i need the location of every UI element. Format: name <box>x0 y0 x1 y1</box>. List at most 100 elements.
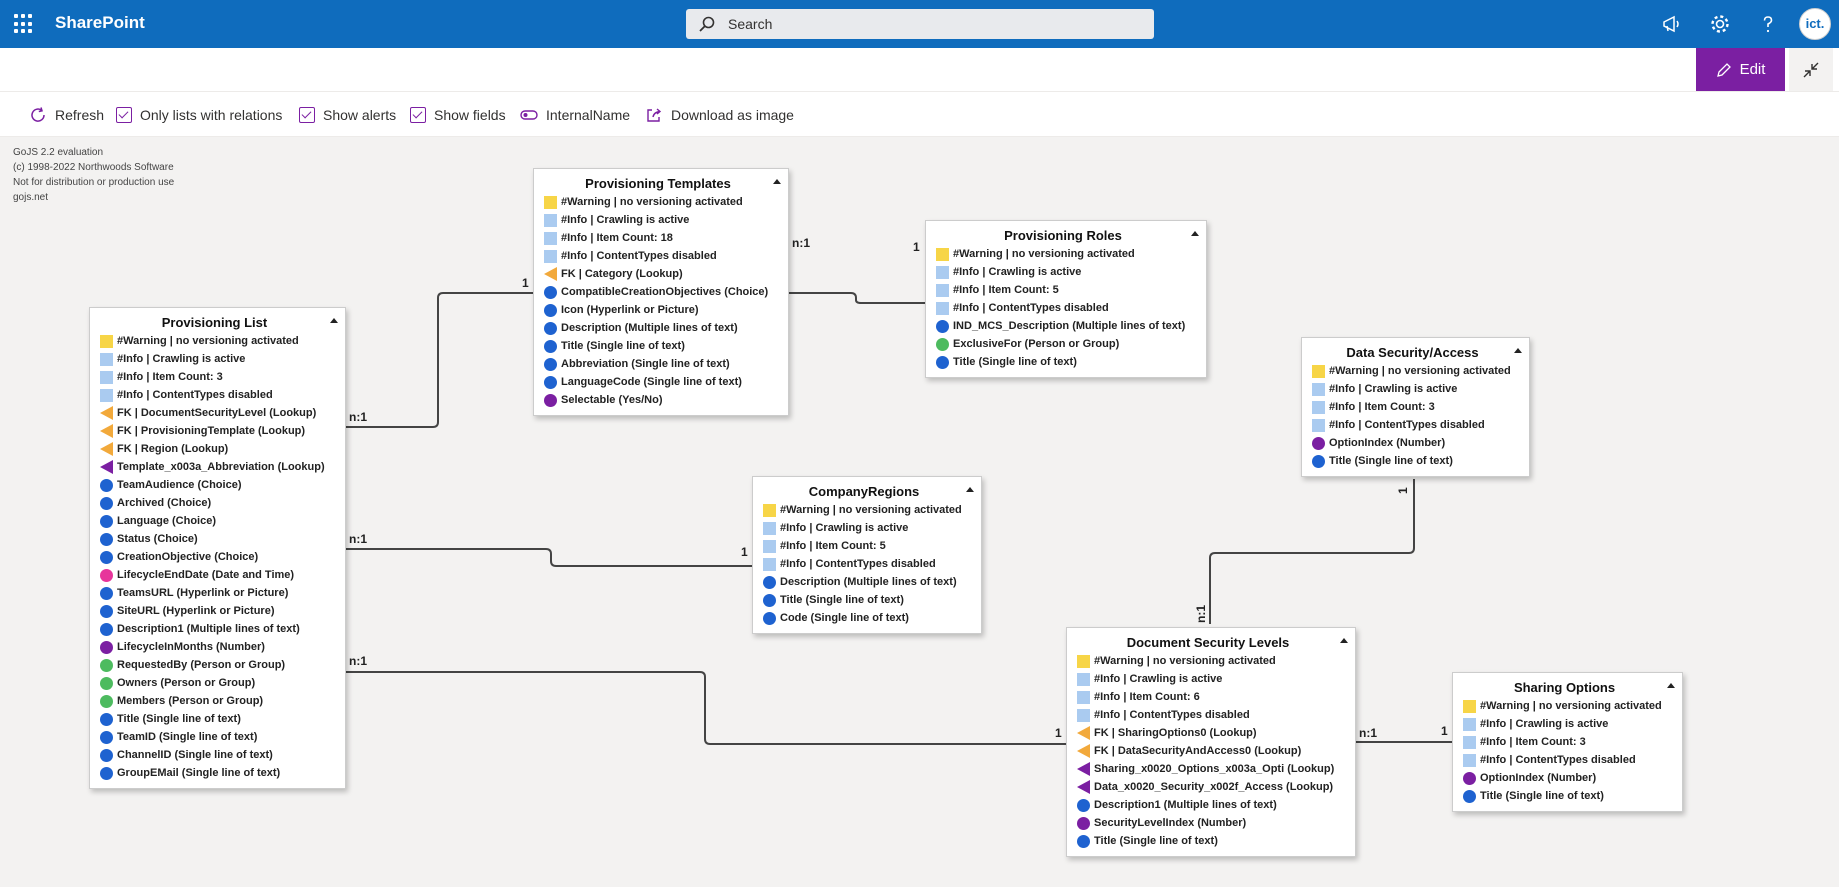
node-provisioning-templates[interactable]: Provisioning Templates#Warning | no vers… <box>533 168 789 416</box>
edit-button[interactable]: Edit <box>1696 48 1785 91</box>
lookup-triangle-icon <box>1077 780 1090 794</box>
field-row: #Info | Crawling is active <box>936 263 1198 281</box>
field-label: Description (Multiple lines of text) <box>780 576 957 588</box>
diagram-canvas[interactable]: GoJS 2.2 evaluation (c) 1998-2022 Northw… <box>0 137 1839 887</box>
field-label: RequestedBy (Person or Group) <box>117 659 286 671</box>
field-label: CompatibleCreationObjectives (Choice) <box>561 286 769 298</box>
field-circle-icon <box>936 355 949 369</box>
field-row: Members (Person or Group) <box>100 692 337 710</box>
field-row: #Warning | no versioning activated <box>763 501 973 519</box>
field-row: Title (Single line of text) <box>544 337 780 355</box>
field-circle-icon <box>544 375 557 389</box>
node-sharing-options[interactable]: Sharing Options#Warning | no versioning … <box>1452 672 1683 812</box>
field-row: Template_x003a_Abbreviation (Lookup) <box>100 458 337 476</box>
download-image-button[interactable]: Download as image <box>645 104 794 126</box>
node-data-security-access[interactable]: Data Security/Access#Warning | no versio… <box>1301 337 1530 477</box>
help-icon[interactable] <box>1756 12 1780 36</box>
only-lists-checkbox[interactable]: Only lists with relations <box>116 104 282 126</box>
field-label: Abbreviation (Single line of text) <box>561 358 730 370</box>
field-row: Archived (Choice) <box>100 494 337 512</box>
search-input[interactable] <box>728 9 1128 39</box>
field-circle-icon <box>100 622 113 636</box>
field-label: #Warning | no versioning activated <box>1480 700 1662 712</box>
field-label: TeamAudience (Choice) <box>117 479 242 491</box>
brand-title[interactable]: SharePoint <box>55 13 145 32</box>
collapse-caret-icon[interactable] <box>329 316 338 324</box>
node-document-security-levels[interactable]: Document Security Levels#Warning | no ve… <box>1066 627 1356 857</box>
link-list-regions <box>346 548 752 567</box>
field-circle-icon <box>100 712 113 726</box>
collapse-caret-icon[interactable] <box>1339 636 1348 644</box>
collapse-caret-icon[interactable] <box>1666 681 1675 689</box>
node-title: CompanyRegions <box>808 484 920 499</box>
info-square-icon <box>544 231 557 245</box>
collapse-caret-icon[interactable] <box>965 485 974 493</box>
foreign-key-triangle-icon <box>544 267 557 281</box>
search-box[interactable] <box>686 9 1154 39</box>
field-label: #Info | Crawling is active <box>117 353 246 365</box>
field-row: Description (Multiple lines of text) <box>544 319 780 337</box>
show-alerts-checkbox[interactable]: Show alerts <box>299 104 396 126</box>
field-label: Status (Choice) <box>117 533 198 545</box>
node-company-regions[interactable]: CompanyRegions #Warning | no versioning a… <box>752 476 982 634</box>
field-label: OptionIndex (Number) <box>1329 437 1446 449</box>
refresh-label: Refresh <box>55 107 105 123</box>
collapse-caret-icon[interactable] <box>772 177 781 185</box>
field-label: #Info | ContentTypes disabled <box>1480 754 1636 766</box>
field-row: #Warning | no versioning activated <box>544 193 780 211</box>
gear-icon[interactable] <box>1708 12 1732 36</box>
checkbox-checked-icon <box>410 107 426 123</box>
field-row: #Info | Crawling is active <box>763 519 973 537</box>
info-square-icon <box>763 557 776 571</box>
lookup-triangle-icon <box>100 460 113 474</box>
collapse-caret-icon[interactable] <box>1513 346 1522 354</box>
warning-square-icon <box>544 195 557 209</box>
field-label: #Info | Item Count: 6 <box>1094 691 1200 703</box>
field-label: #Info | ContentTypes disabled <box>1329 419 1485 431</box>
internal-name-toggle[interactable]: InternalName <box>520 104 630 126</box>
avatar[interactable]: ict. <box>1799 8 1831 40</box>
lookup-triangle-icon <box>1077 762 1090 776</box>
show-alerts-label: Show alerts <box>323 107 397 123</box>
field-row: CompatibleCreationObjectives (Choice) <box>544 283 780 301</box>
field-row: Title (Single line of text) <box>1077 832 1347 850</box>
field-label: TeamID (Single line of text) <box>117 731 258 743</box>
field-row: Selectable (Yes/No) <box>544 391 780 409</box>
relation-links <box>346 292 1452 745</box>
collapse-caret-icon[interactable] <box>1190 229 1199 237</box>
field-circle-icon <box>100 604 113 618</box>
field-label: #Info | Crawling is active <box>780 522 909 534</box>
info-square-icon <box>1312 382 1325 396</box>
field-label: #Info | ContentTypes disabled <box>561 250 717 262</box>
node-provisioning-roles[interactable]: Provisioning Roles#Warning | no versioni… <box>925 220 1207 378</box>
field-row: Description (Multiple lines of text) <box>763 573 973 591</box>
app-launcher-icon[interactable] <box>14 14 34 34</box>
field-label: FK | DataSecurityAndAccess0 (Lookup) <box>1094 745 1302 757</box>
field-label: Owners (Person or Group) <box>117 677 256 689</box>
field-label: Template_x003a_Abbreviation (Lookup) <box>117 461 325 473</box>
watermark-line: (c) 1998-2022 Northwoods Software <box>13 162 174 173</box>
field-label: SecurityLevelIndex (Number) <box>1094 817 1247 829</box>
field-row: Language (Choice) <box>100 512 337 530</box>
foreign-key-triangle-icon <box>1077 726 1090 740</box>
field-row: #Warning | no versioning activated <box>100 332 337 350</box>
refresh-button[interactable]: Refresh <box>29 104 104 126</box>
field-label: Title (Single line of text) <box>953 356 1077 368</box>
field-circle-icon <box>100 586 113 600</box>
node-provisioning-list[interactable]: Provisioning List#Warning | no versionin… <box>89 307 346 789</box>
link-label: 1 <box>1396 487 1410 494</box>
field-row: Description1 (Multiple lines of text) <box>1077 796 1347 814</box>
field-row: FK | DataSecurityAndAccess0 (Lookup) <box>1077 742 1347 760</box>
show-fields-checkbox[interactable]: Show fields <box>410 104 506 126</box>
field-label: Data_x0020_Security_x002f_Access (Lookup… <box>1094 781 1334 793</box>
field-row: TeamID (Single line of text) <box>100 728 337 746</box>
field-row: #Info | ContentTypes disabled <box>936 299 1198 317</box>
field-label: IND_MCS_Description (Multiple lines of t… <box>953 320 1186 332</box>
field-row: #Info | ContentTypes disabled <box>1463 751 1674 769</box>
collapse-button[interactable] <box>1789 48 1833 91</box>
field-row: #Info | Item Count: 3 <box>1463 733 1674 751</box>
foreign-key-triangle-icon <box>100 406 113 420</box>
info-square-icon <box>936 265 949 279</box>
field-row: OptionIndex (Number) <box>1312 434 1521 452</box>
megaphone-icon[interactable] <box>1660 12 1684 36</box>
